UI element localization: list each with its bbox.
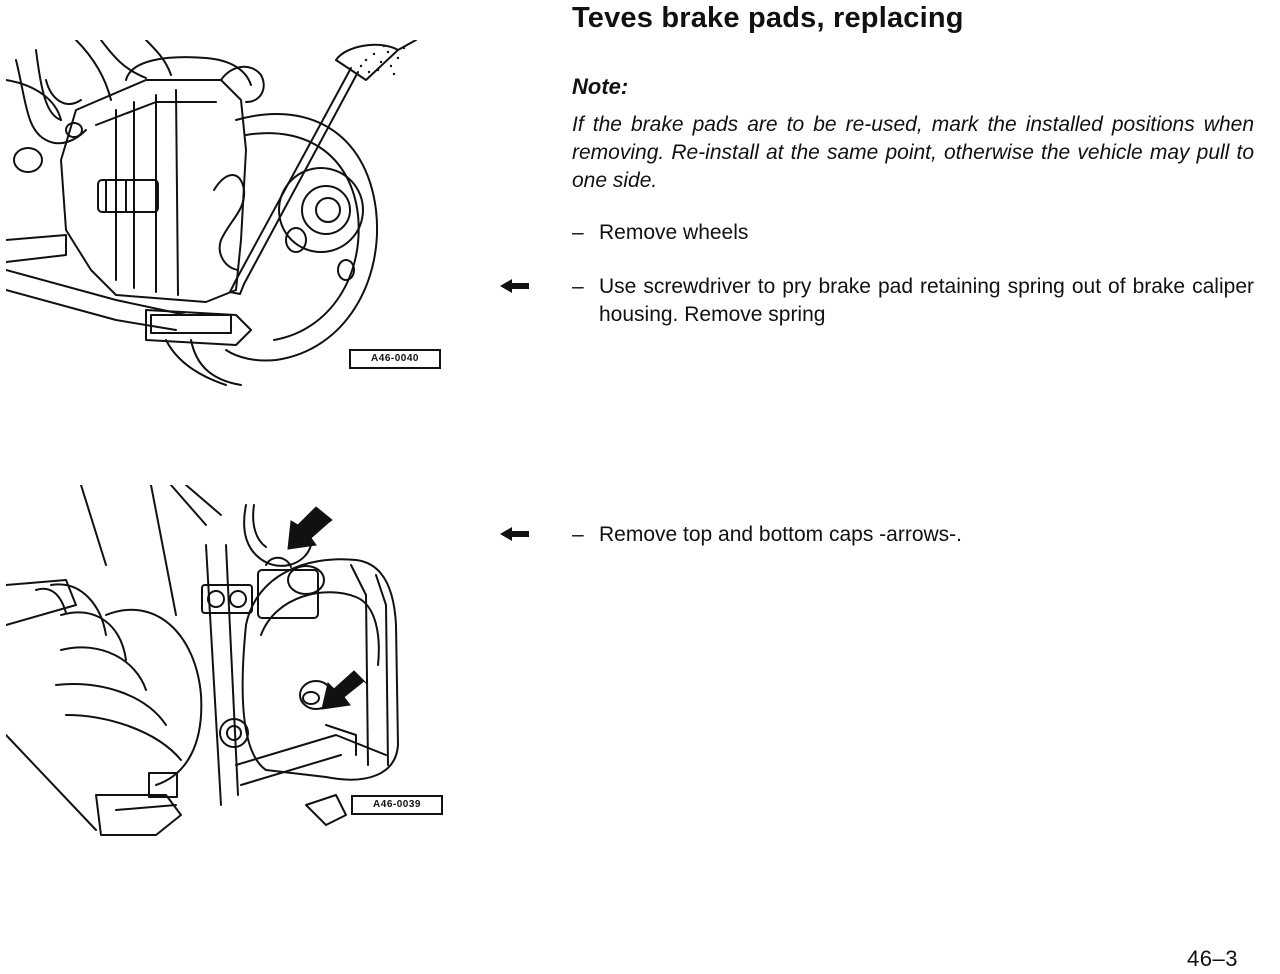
step-remove-spring: – Use screwdriver to pry brake pad retai… (572, 273, 1254, 329)
caliper-caps-illustration (6, 485, 399, 836)
step-text: Remove wheels (599, 221, 749, 244)
callout-arrows (287, 506, 369, 710)
note-text: If the brake pads are to be re-used, mar… (572, 113, 1254, 192)
figure-caliper-spring-removal: A46-0040 (6, 40, 446, 390)
figure-label-a46-0040: A46-0040 (349, 349, 441, 369)
step-dash: – (572, 523, 584, 546)
page-number: 46–3 (1187, 946, 1238, 971)
caliper-screwdriver-illustration (6, 40, 417, 386)
figure-caliper-caps: A46-0039 (6, 485, 446, 837)
note-heading: Note: (572, 74, 629, 99)
arrow-bottom-cap-icon (321, 670, 369, 710)
step-remove-caps: – Remove top and bottom caps -arrows-. (572, 521, 1254, 549)
page-title: Teves brake pads, replacing (572, 2, 964, 34)
step-remove-wheels: – Remove wheels (572, 219, 1254, 247)
step-text: Use screwdriver to pry brake pad retaini… (599, 275, 1254, 326)
left-pointing-arrow-icon (500, 279, 529, 293)
step-dash: – (572, 221, 584, 244)
step-text: Remove top and bottom caps -arrows-. (599, 523, 962, 546)
step-dash: – (572, 275, 584, 298)
arrow-top-cap-icon (287, 506, 333, 550)
figure-label-a46-0039: A46-0039 (351, 795, 443, 815)
left-pointing-arrow-icon (500, 527, 529, 541)
